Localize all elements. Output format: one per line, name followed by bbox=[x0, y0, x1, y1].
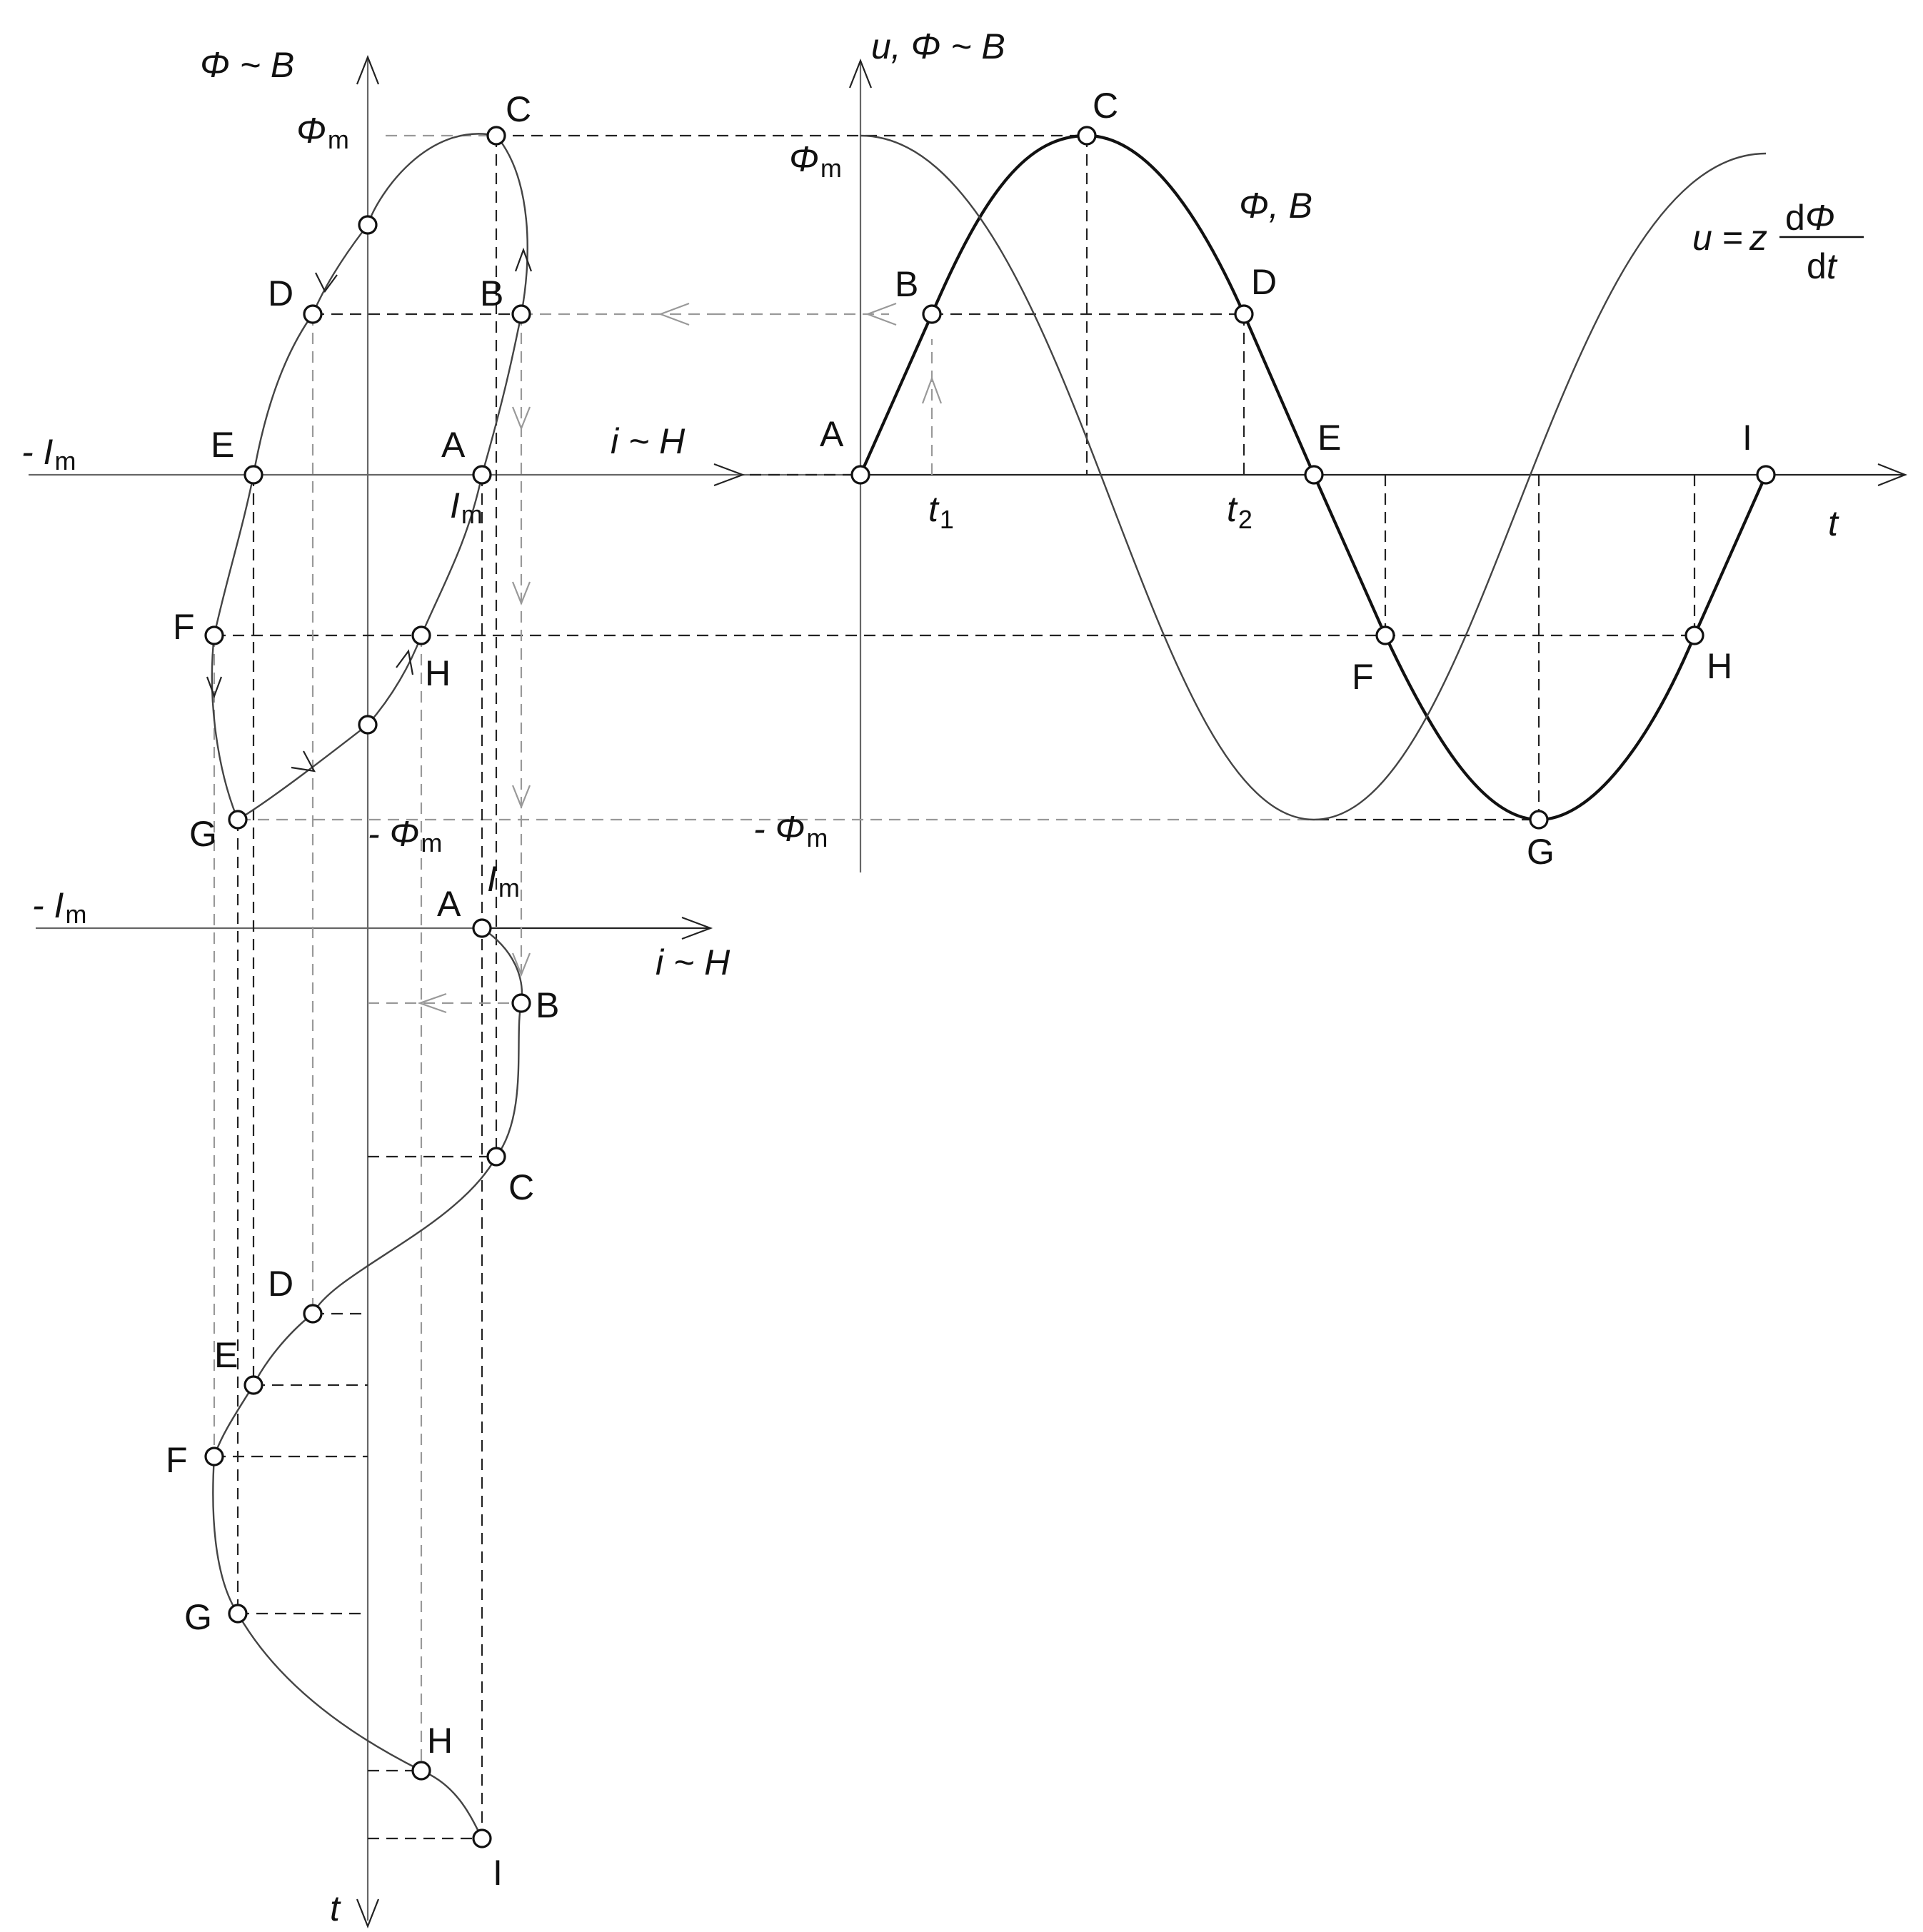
time-flux-curve-label: Φ, B bbox=[1239, 186, 1312, 226]
svg-text:u: u bbox=[1692, 218, 1712, 258]
point-markers bbox=[204, 126, 1776, 1848]
time-point-e bbox=[1304, 465, 1324, 485]
time-label-h: H bbox=[1707, 646, 1732, 686]
current-label-f: F bbox=[166, 1440, 188, 1480]
voltage-time-curve bbox=[860, 134, 1767, 821]
current-t-axis-arrow bbox=[356, 1898, 380, 1928]
time-point-f bbox=[1375, 625, 1395, 645]
time-point-b bbox=[922, 304, 942, 324]
current-neg-label: - Im bbox=[32, 885, 86, 929]
current-point-b bbox=[511, 993, 531, 1013]
time-t1-label: t1 bbox=[928, 489, 954, 534]
time-label-d: D bbox=[1251, 262, 1277, 302]
svg-text:=: = bbox=[1722, 218, 1743, 258]
hysteresis-current-neg-label: - Im bbox=[21, 432, 76, 476]
hysteresis-label-a: A bbox=[441, 425, 466, 465]
hysteresis-x-axis-label: i ~ H bbox=[611, 421, 686, 461]
hysteresis-point-g bbox=[228, 810, 248, 830]
curves bbox=[206, 133, 1767, 1839]
current-point-g bbox=[228, 1604, 248, 1624]
current-label-g: G bbox=[184, 1597, 212, 1637]
time-point-d bbox=[1234, 304, 1254, 324]
hysteresis-label-c: C bbox=[506, 89, 531, 129]
hysteresis-y-axis-label: Φ ~ B bbox=[200, 45, 294, 85]
current-point-f bbox=[204, 1447, 224, 1466]
time-label-b: B bbox=[895, 264, 918, 304]
current-label-c: C bbox=[508, 1167, 534, 1207]
current-label-e: E bbox=[214, 1335, 238, 1375]
hysteresis-flux-max-label: Φm bbox=[296, 111, 349, 154]
time-plot-labels: u, Φ ~ B t Φ, B Φm - Φm t1 t2 u = z dΦ d… bbox=[753, 26, 1864, 872]
hysteresis-point-e bbox=[243, 465, 263, 485]
hysteresis-point-c bbox=[486, 126, 506, 146]
hysteresis-point-extra-bottom bbox=[358, 715, 378, 735]
current-label-b: B bbox=[536, 985, 559, 1025]
current-point-e bbox=[243, 1375, 263, 1395]
time-point-h bbox=[1684, 625, 1704, 645]
hysteresis-point-b bbox=[511, 304, 531, 324]
time-x-axis-label: t bbox=[1828, 503, 1839, 543]
current-label-h: H bbox=[427, 1721, 453, 1761]
time-label-a: A bbox=[820, 414, 844, 454]
hysteresis-label-e: E bbox=[211, 425, 234, 465]
axes bbox=[29, 55, 1907, 1928]
time-point-c bbox=[1077, 126, 1097, 146]
hysteresis-label-g: G bbox=[189, 814, 217, 854]
time-label-i: I bbox=[1742, 418, 1752, 458]
hysteresis-labels: Φ ~ B i ~ H Φm - Φm - Im Im C D B E A F … bbox=[21, 45, 686, 857]
current-point-d bbox=[303, 1304, 323, 1324]
time-flux-min-label: - Φm bbox=[753, 809, 828, 852]
current-label-a: A bbox=[437, 884, 461, 924]
projection-lines bbox=[213, 134, 1696, 1840]
current-pos-label: Im bbox=[487, 859, 520, 902]
time-point-g bbox=[1529, 810, 1549, 830]
hysteresis-flux-min-label: - Φm bbox=[368, 814, 442, 857]
time-label-f: F bbox=[1352, 657, 1374, 697]
time-label-c: C bbox=[1093, 86, 1118, 126]
current-point-c bbox=[486, 1147, 506, 1167]
current-label-i: I bbox=[493, 1853, 503, 1893]
current-label-d: D bbox=[268, 1264, 293, 1304]
hysteresis-point-d bbox=[303, 304, 323, 324]
current-point-h bbox=[411, 1761, 431, 1781]
time-label-g: G bbox=[1527, 832, 1555, 872]
hysteresis-label-f: F bbox=[173, 607, 195, 647]
voltage-formula: u = z dΦ dt bbox=[1692, 198, 1864, 286]
hysteresis-label-b: B bbox=[480, 273, 503, 313]
hysteresis-point-f bbox=[204, 625, 224, 645]
current-plot-labels: i ~ H t - Im Im A B C D E F G H I bbox=[32, 859, 730, 1928]
svg-text:z: z bbox=[1749, 218, 1767, 258]
time-point-a bbox=[850, 465, 870, 485]
current-point-a bbox=[472, 918, 492, 938]
current-x-axis-label: i ~ H bbox=[656, 942, 730, 982]
hysteresis-point-h bbox=[411, 625, 431, 645]
svg-text:dt: dt bbox=[1807, 246, 1838, 286]
time-point-i bbox=[1756, 465, 1776, 485]
hysteresis-label-d: D bbox=[268, 273, 293, 313]
current-point-i bbox=[472, 1828, 492, 1848]
hysteresis-point-extra-top bbox=[358, 215, 378, 235]
time-t2-label: t2 bbox=[1227, 489, 1252, 534]
hysteresis-point-a bbox=[472, 465, 492, 485]
current-y-axis-label: t bbox=[330, 1888, 341, 1928]
time-flux-max-label: Φm bbox=[789, 139, 842, 183]
time-label-e: E bbox=[1317, 418, 1341, 458]
time-y-axis-label: u, Φ ~ B bbox=[871, 26, 1005, 66]
hysteresis-current-pos-label: Im bbox=[450, 485, 483, 529]
hysteresis-label-h: H bbox=[425, 653, 451, 693]
svg-text:dΦ: dΦ bbox=[1785, 198, 1835, 238]
